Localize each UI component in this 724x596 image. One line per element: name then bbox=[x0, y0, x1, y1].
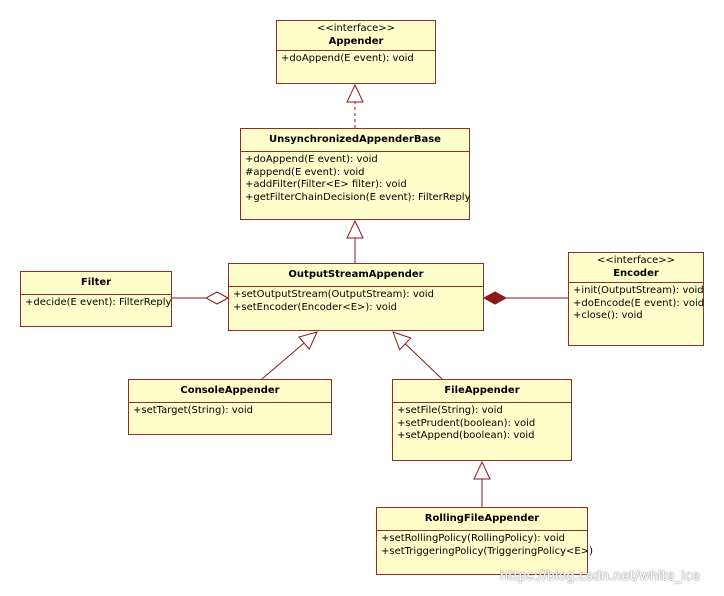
operations-compartment: +setTarget(String): void bbox=[129, 403, 331, 420]
class-unsynchronized-appender-base[interactable]: UnsynchronizedAppenderBase +doAppend(E e… bbox=[240, 128, 471, 220]
operation: +doEncode(E event): void bbox=[573, 297, 705, 309]
watermark-text: https://blog.csdn.net/white_ice bbox=[500, 569, 700, 584]
generalization-line bbox=[261, 342, 305, 380]
operations-compartment: +doAppend(E event): void bbox=[277, 51, 435, 68]
operation: +decide(E event): FilterReply bbox=[25, 297, 172, 308]
composition-diamond bbox=[482, 291, 508, 305]
class-console-appender[interactable]: ConsoleAppender +setTarget(String): void bbox=[128, 379, 332, 435]
operation: +setTriggeringPolicy(TriggeringPolicy<E>… bbox=[381, 545, 593, 557]
class-name: ConsoleAppender bbox=[180, 385, 280, 396]
operation: +setFile(String): void bbox=[397, 405, 503, 416]
operation: +setRollingPolicy(RollingPolicy): void bbox=[381, 533, 565, 544]
operations-compartment: +doAppend(E event): void #append(E event… bbox=[241, 152, 471, 206]
operation: +setTarget(String): void bbox=[133, 405, 253, 416]
class-name: Encoder bbox=[613, 267, 659, 279]
class-header: FileAppender bbox=[393, 380, 571, 403]
class-name: Appender bbox=[328, 35, 384, 47]
operation: +setOutputStream(OutputStream): void bbox=[233, 289, 435, 300]
operation: +setEncoder(Encoder<E>): void bbox=[233, 301, 398, 313]
class-header: OutputStreamAppender bbox=[229, 264, 483, 287]
operation: +setAppend(boolean): void bbox=[397, 430, 535, 441]
operation: #append(E event): void bbox=[245, 166, 365, 178]
operations-compartment: +decide(E event): FilterReply bbox=[21, 295, 171, 312]
class-header: Filter bbox=[21, 272, 171, 295]
class-appender[interactable]: <<interface>> Appender +doAppend(E event… bbox=[276, 20, 436, 84]
operation: +doAppend(E event): void bbox=[281, 53, 414, 64]
class-name: OutputStreamAppender bbox=[288, 269, 424, 280]
class-header: RollingFileAppender bbox=[377, 508, 587, 531]
stereotype-label: <<interface>> bbox=[596, 255, 676, 266]
operation: +getFilterChainDecision(E event): Filter… bbox=[245, 191, 471, 203]
class-file-appender[interactable]: FileAppender +setFile(String): void +set… bbox=[392, 379, 572, 461]
operations-compartment: +setFile(String): void +setPrudent(boole… bbox=[393, 403, 571, 445]
operation: +close(): void bbox=[573, 310, 643, 321]
generalization-arrowhead bbox=[297, 331, 318, 351]
operation: +setPrudent(boolean): void bbox=[397, 417, 536, 429]
generalization-line bbox=[404, 343, 443, 380]
realization-arrowhead bbox=[346, 83, 364, 103]
class-filter[interactable]: Filter +decide(E event): FilterReply bbox=[20, 271, 172, 327]
aggregation-diamond bbox=[204, 291, 230, 305]
class-name: UnsynchronizedAppenderBase bbox=[269, 134, 441, 145]
operations-compartment: +init(OutputStream): void +doEncode(E ev… bbox=[569, 283, 705, 325]
class-encoder[interactable]: <<interface>> Encoder +init(OutputStream… bbox=[568, 252, 704, 346]
class-rolling-file-appender[interactable]: RollingFileAppender +setRollingPolicy(Ro… bbox=[376, 507, 593, 575]
operation: +doAppend(E event): void bbox=[245, 154, 378, 165]
operation: +addFilter(Filter<E> filter): void bbox=[245, 179, 407, 190]
class-header: UnsynchronizedAppenderBase bbox=[241, 129, 469, 152]
class-name: FileAppender bbox=[444, 385, 520, 396]
generalization-arrowhead bbox=[473, 460, 491, 480]
operations-compartment: +setOutputStream(OutputStream): void +se… bbox=[229, 287, 483, 316]
generalization-arrowhead bbox=[346, 219, 364, 239]
class-header: <<interface>> Appender bbox=[277, 21, 435, 51]
class-name: RollingFileAppender bbox=[424, 513, 540, 524]
class-header: ConsoleAppender bbox=[129, 380, 331, 403]
operations-compartment: +setRollingPolicy(RollingPolicy): void +… bbox=[377, 531, 593, 560]
stereotype-label: <<interface>> bbox=[316, 23, 396, 34]
class-name: Filter bbox=[80, 277, 112, 288]
class-output-stream-appender[interactable]: OutputStreamAppender +setOutputStream(Ou… bbox=[228, 263, 484, 331]
class-header: <<interface>> Encoder bbox=[569, 253, 703, 283]
operation: +init(OutputStream): void bbox=[573, 285, 704, 296]
